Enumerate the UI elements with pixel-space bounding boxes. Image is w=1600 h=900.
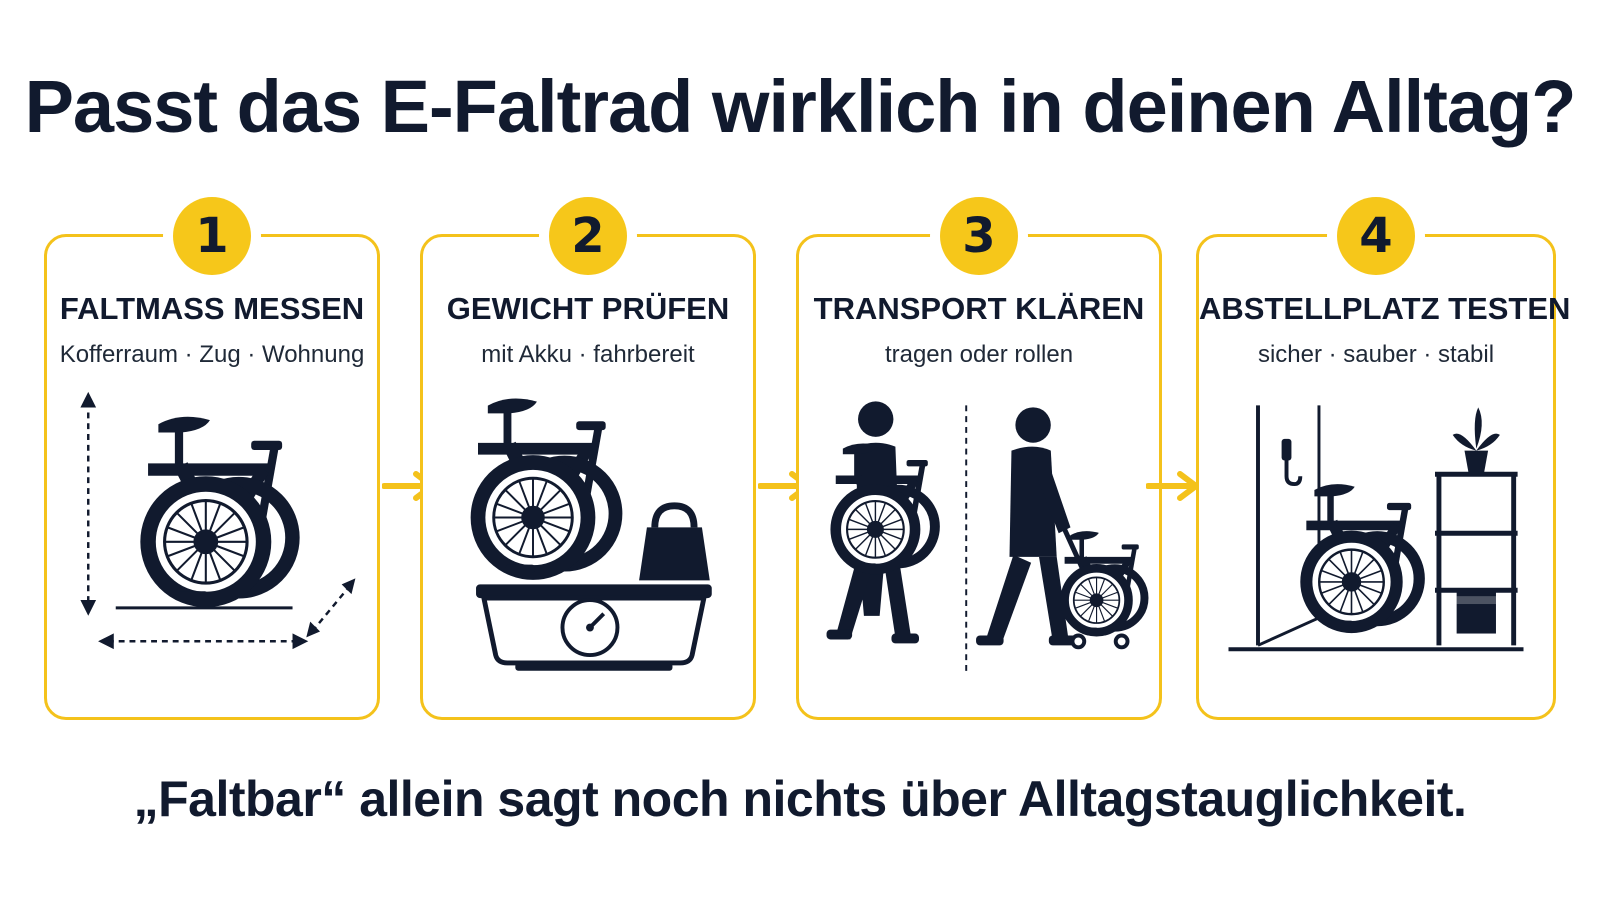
page-title: Passt das E-Faltrad wirklich in deinen A… xyxy=(24,65,1577,148)
folded-bike-dimensions-icon xyxy=(80,391,356,650)
step-title: GEWICHT PRÜFEN xyxy=(446,291,730,326)
carry-or-roll-icon xyxy=(826,401,1159,675)
step-card-3: 3 TRANSPORT KLÄREN tragen oder rollen xyxy=(796,197,1162,720)
step-title: ABSTELLPLATZ TESTEN xyxy=(1199,291,1571,326)
step-subtitle: Kofferraum · Zug · Wohnung xyxy=(59,341,365,368)
step-card-1: 1 FALTMASS MESSEN Kofferraum · Zug · Woh… xyxy=(44,197,380,720)
step-number-badge: 3 xyxy=(940,197,1018,275)
step-subtitle: mit Akku · fahrbereit xyxy=(481,341,695,368)
step-number-badge: 4 xyxy=(1337,197,1415,275)
step-number-badge: 1 xyxy=(173,197,251,275)
step-number-badge: 2 xyxy=(549,197,627,275)
step-card-2: 2 GEWICHT PRÜFEN mit Akku · fahrbereit xyxy=(420,197,756,720)
storage-spot-icon xyxy=(1228,405,1524,652)
step-title: FALTMASS MESSEN xyxy=(59,291,365,326)
footer-statement: „Faltbar“ allein sagt noch nichts über A… xyxy=(133,771,1467,827)
step-subtitle: sicher · sauber · stabil xyxy=(1257,341,1495,368)
bike-on-scale-icon xyxy=(423,387,712,671)
step-title: TRANSPORT KLÄREN xyxy=(813,291,1145,326)
step-subtitle: tragen oder rollen xyxy=(884,341,1074,368)
step-card-4: 4 ABSTELLPLATZ TESTEN sicher · sauber · … xyxy=(1196,197,1571,720)
